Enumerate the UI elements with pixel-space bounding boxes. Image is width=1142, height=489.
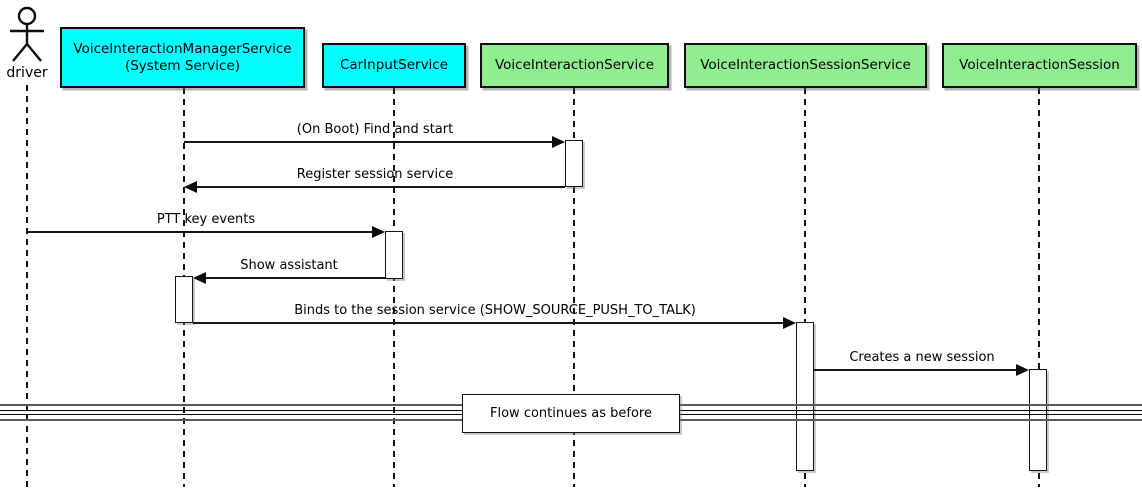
- participant-voice-interaction-service: VoiceInteractionService: [480, 43, 669, 88]
- message-line: [193, 322, 784, 324]
- divider-label-box: Flow continues as before: [462, 394, 680, 433]
- message-label: Creates a new session: [849, 350, 995, 365]
- arrowhead-right-icon: [783, 317, 796, 329]
- participant-sublabel: (System Service): [124, 57, 241, 74]
- participant-label: VoiceInteractionSession: [959, 57, 1120, 73]
- lifeline-voice-interaction-session: [1038, 88, 1040, 487]
- message-label: Show assistant: [240, 258, 338, 273]
- lifeline-car-input-service: [393, 88, 395, 487]
- lifeline-voice-interaction-session-service: [804, 88, 806, 487]
- lifeline-driver: [26, 85, 28, 487]
- message-label: (On Boot) Find and start: [296, 122, 454, 137]
- participant-voice-interaction-manager-service: VoiceInteractionManagerService (System S…: [60, 27, 305, 88]
- message-label: Register session service: [296, 167, 454, 182]
- arrowhead-left-icon: [184, 181, 197, 193]
- message-line: [205, 277, 385, 279]
- activation-bar-voice-interaction-manager-service: [175, 276, 193, 323]
- activation-bar-voice-interaction-service: [565, 140, 583, 187]
- participant-car-input-service: CarInputService: [322, 43, 466, 88]
- lifeline-voice-interaction-service: [573, 88, 575, 487]
- arrowhead-left-icon: [193, 272, 206, 284]
- message-line: [27, 231, 372, 233]
- participant-voice-interaction-session-service: VoiceInteractionSessionService: [684, 43, 927, 88]
- message-line: [184, 141, 553, 143]
- participant-label: VoiceInteractionManagerService: [73, 40, 292, 57]
- message-label: PTT key events: [156, 212, 256, 227]
- participant-label: CarInputService: [339, 57, 449, 73]
- participant-voice-interaction-session: VoiceInteractionSession: [942, 43, 1137, 88]
- arrowhead-right-icon: [372, 226, 385, 238]
- arrowhead-right-icon: [552, 136, 565, 148]
- participant-label: VoiceInteractionSessionService: [700, 57, 911, 73]
- actor-figure-icon: [10, 6, 44, 62]
- participant-label: VoiceInteractionService: [494, 57, 655, 73]
- message-label: Binds to the session service (SHOW_SOURC…: [294, 303, 696, 318]
- arrowhead-right-icon: [1016, 364, 1029, 376]
- divider-label: Flow continues as before: [490, 406, 652, 421]
- actor-label: driver: [6, 65, 48, 81]
- activation-bar-car-input-service: [385, 231, 403, 279]
- message-line: [196, 186, 565, 188]
- activation-bar-voice-interaction-session-service: [796, 322, 814, 471]
- message-line: [814, 369, 1017, 371]
